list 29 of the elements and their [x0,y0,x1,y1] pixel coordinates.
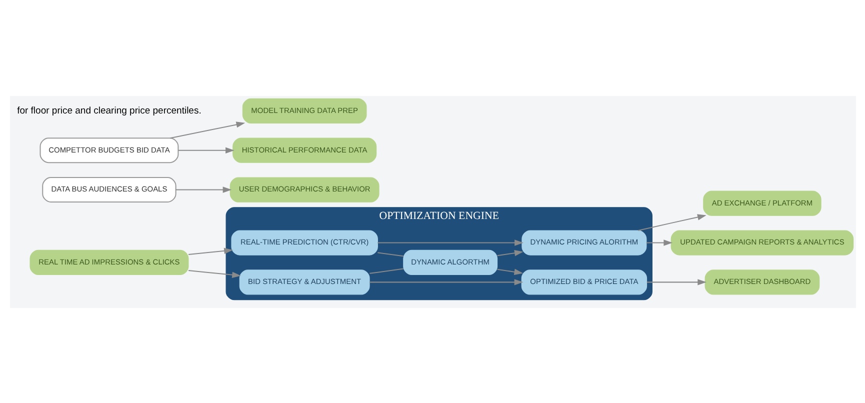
node-box: MODEL TRAINING DATA PREP [242,98,366,124]
node-box: USER DEMOGRAPHICS & BEHAVIOR [229,176,379,202]
arrow [175,186,232,192]
arrow [178,146,234,153]
arrow [188,247,232,254]
arrow [638,214,706,230]
arrow [646,278,706,285]
node-box: DATA BUS AUDIENCES & GOALS [42,176,176,202]
label: for floor price and clearing price percentiles. [16,104,201,116]
node-box: BID STRATEGY & ADJUSTMENT [238,269,370,294]
connector [369,268,403,274]
arrow [170,121,245,138]
node-box: COMPETTOR BUDGETS BID DATA [39,137,178,163]
node-box: UPDATED CAMPAIGN REPORTS & ANALYTICS [670,230,854,255]
node-box: AD EXCHANGE / PLATFORM [702,190,821,216]
arrow [369,278,523,285]
arrow [496,249,523,256]
node-box: REAL-TIME PREDICTION (CTR/CVR) [230,230,378,255]
node-box: DYNAMIC ALGORTHM [402,249,498,275]
node-box: DYNAMIC PRICING ALORITHM [521,230,646,255]
arrow [377,239,523,246]
node-box: REAL TIME AD IMPRESSIONS & CLICKS [29,249,188,275]
arrow [188,269,240,278]
node-box: ADVERTISER DASHBOARD [704,269,820,294]
node-box: HISTORICAL PERFORMANCE DATA [232,137,376,162]
connector [377,252,403,256]
arrow [496,268,523,274]
arrow [646,239,672,246]
node-box: OPTIMIZED BID & PRICE DATA [520,269,647,294]
